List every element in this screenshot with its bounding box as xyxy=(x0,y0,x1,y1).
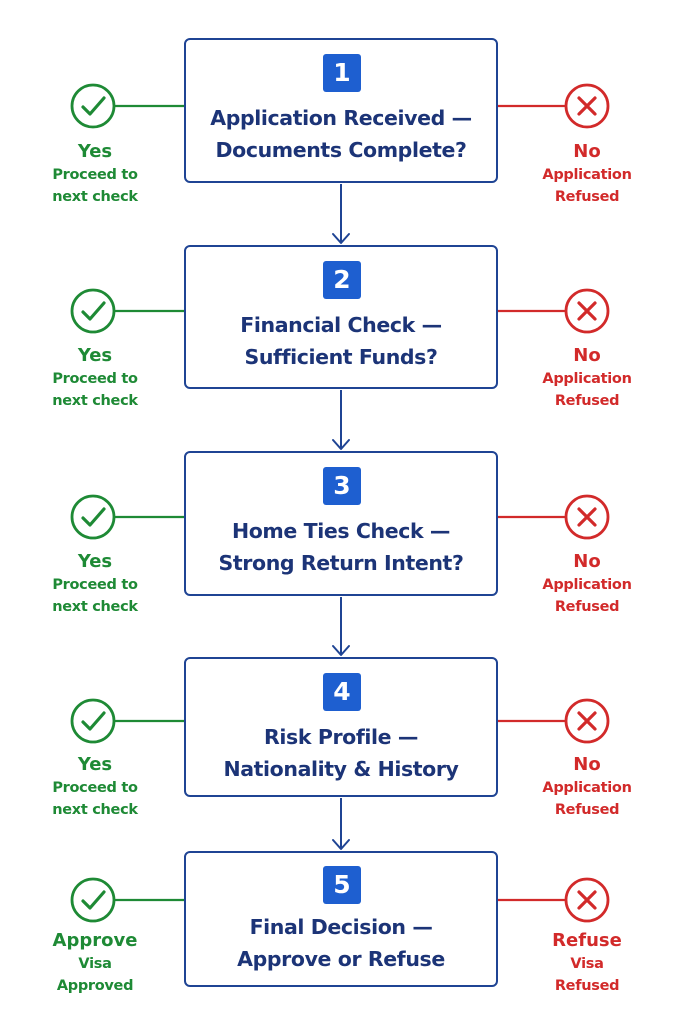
step-1-title: Application Received — Documents Complet… xyxy=(186,102,496,166)
step-1-yes-detail-2: next check xyxy=(52,189,138,205)
step-2-number-badge: 2 xyxy=(323,261,361,299)
arrow-step-4-to-5 xyxy=(332,798,350,850)
step-4-check-circle-icon xyxy=(70,698,116,744)
step-4-number-badge: 4 xyxy=(323,673,361,711)
step-3-check-circle-icon xyxy=(70,494,116,540)
step-4-title: Risk Profile — Nationality & History xyxy=(186,721,496,785)
step-3-no-label: No xyxy=(573,551,601,572)
step-3-no-outcome: No Application Refused xyxy=(527,550,647,618)
step-5-no-detail-2: Refused xyxy=(554,978,620,994)
step-4-no-label: No xyxy=(573,754,601,775)
step-5-no-outcome: Refuse Visa Refused xyxy=(527,929,647,997)
step-3-title-line1: Home Ties Check — xyxy=(231,519,451,543)
step-4-yes-detail-1: Proceed to xyxy=(52,780,138,796)
step-2-yes-label: Yes xyxy=(77,345,113,366)
step-2-no-label: No xyxy=(573,345,601,366)
step-3-yes-label: Yes xyxy=(77,551,113,572)
step-3-number-badge: 3 xyxy=(323,467,361,505)
step-5-box: 5 Final Decision — Approve or Refuse xyxy=(184,851,498,987)
step-1-yes-outcome: Yes Proceed to next check xyxy=(35,140,155,208)
step-3-no-detail-1: Application xyxy=(542,577,632,593)
step-4-yes-detail-2: next check xyxy=(52,802,138,818)
step-5-number-badge: 5 xyxy=(323,866,361,904)
step-3-title-line2: Strong Return Intent? xyxy=(218,551,464,575)
arrow-step-3-to-4 xyxy=(332,597,350,656)
step-4-no-detail-2: Refused xyxy=(554,802,620,818)
step-5-title-line2: Approve or Refuse xyxy=(237,947,445,971)
step-5-no-detail-1: Visa xyxy=(570,956,604,972)
step-3-yes-detail-1: Proceed to xyxy=(52,577,138,593)
step-1-box: 1 Application Received — Documents Compl… xyxy=(184,38,498,183)
step-4-yes-outcome: Yes Proceed to next check xyxy=(35,753,155,821)
step-5-title: Final Decision — Approve or Refuse xyxy=(186,911,496,975)
step-1-title-line1: Application Received — xyxy=(210,106,472,130)
step-2-title: Financial Check — Sufficient Funds? xyxy=(186,309,496,373)
step-4-x-circle-icon xyxy=(564,698,610,744)
step-2-no-detail-2: Refused xyxy=(554,393,620,409)
step-5-yes-label: Approve xyxy=(52,930,138,951)
step-1-yes-detail-1: Proceed to xyxy=(52,167,138,183)
step-2-yes-outcome: Yes Proceed to next check xyxy=(35,344,155,412)
step-5-yes-detail-1: Visa xyxy=(78,956,112,972)
step-2-no-outcome: No Application Refused xyxy=(527,344,647,412)
step-4-title-line2: Nationality & History xyxy=(223,757,459,781)
step-1-yes-label: Yes xyxy=(77,141,113,162)
step-3-box: 3 Home Ties Check — Strong Return Intent… xyxy=(184,451,498,596)
step-5-yes-detail-2: Approved xyxy=(56,978,134,994)
arrow-step-1-to-2 xyxy=(332,184,350,244)
step-1-check-circle-icon xyxy=(70,83,116,129)
arrow-step-2-to-3 xyxy=(332,390,350,450)
step-3-yes-detail-2: next check xyxy=(52,599,138,615)
step-1-no-outcome: No Application Refused xyxy=(527,140,647,208)
step-4-title-line1: Risk Profile — xyxy=(264,725,418,749)
step-2-yes-detail-1: Proceed to xyxy=(52,371,138,387)
step-2-no-detail-1: Application xyxy=(542,371,632,387)
step-4-no-detail-1: Application xyxy=(542,780,632,796)
step-4-box: 4 Risk Profile — Nationality & History xyxy=(184,657,498,797)
step-1-number-badge: 1 xyxy=(323,54,361,92)
step-1-x-circle-icon xyxy=(564,83,610,129)
step-2-check-circle-icon xyxy=(70,288,116,334)
step-5-yes-outcome: Approve Visa Approved xyxy=(35,929,155,997)
step-2-title-line2: Sufficient Funds? xyxy=(244,345,438,369)
step-1-no-detail-1: Application xyxy=(542,167,632,183)
step-4-yes-label: Yes xyxy=(77,754,113,775)
step-3-x-circle-icon xyxy=(564,494,610,540)
step-2-x-circle-icon xyxy=(564,288,610,334)
step-1-no-label: No xyxy=(573,141,601,162)
step-4-no-outcome: No Application Refused xyxy=(527,753,647,821)
step-3-no-detail-2: Refused xyxy=(554,599,620,615)
step-2-yes-detail-2: next check xyxy=(52,393,138,409)
step-3-title: Home Ties Check — Strong Return Intent? xyxy=(186,515,496,579)
step-1-title-line2: Documents Complete? xyxy=(215,138,467,162)
step-3-yes-outcome: Yes Proceed to next check xyxy=(35,550,155,618)
step-5-check-circle-icon xyxy=(70,877,116,923)
step-1-no-detail-2: Refused xyxy=(554,189,620,205)
step-5-title-line1: Final Decision — xyxy=(249,915,433,939)
step-5-x-circle-icon xyxy=(564,877,610,923)
step-2-title-line1: Financial Check — xyxy=(240,313,442,337)
step-2-box: 2 Financial Check — Sufficient Funds? xyxy=(184,245,498,389)
step-5-no-label: Refuse xyxy=(552,930,622,951)
